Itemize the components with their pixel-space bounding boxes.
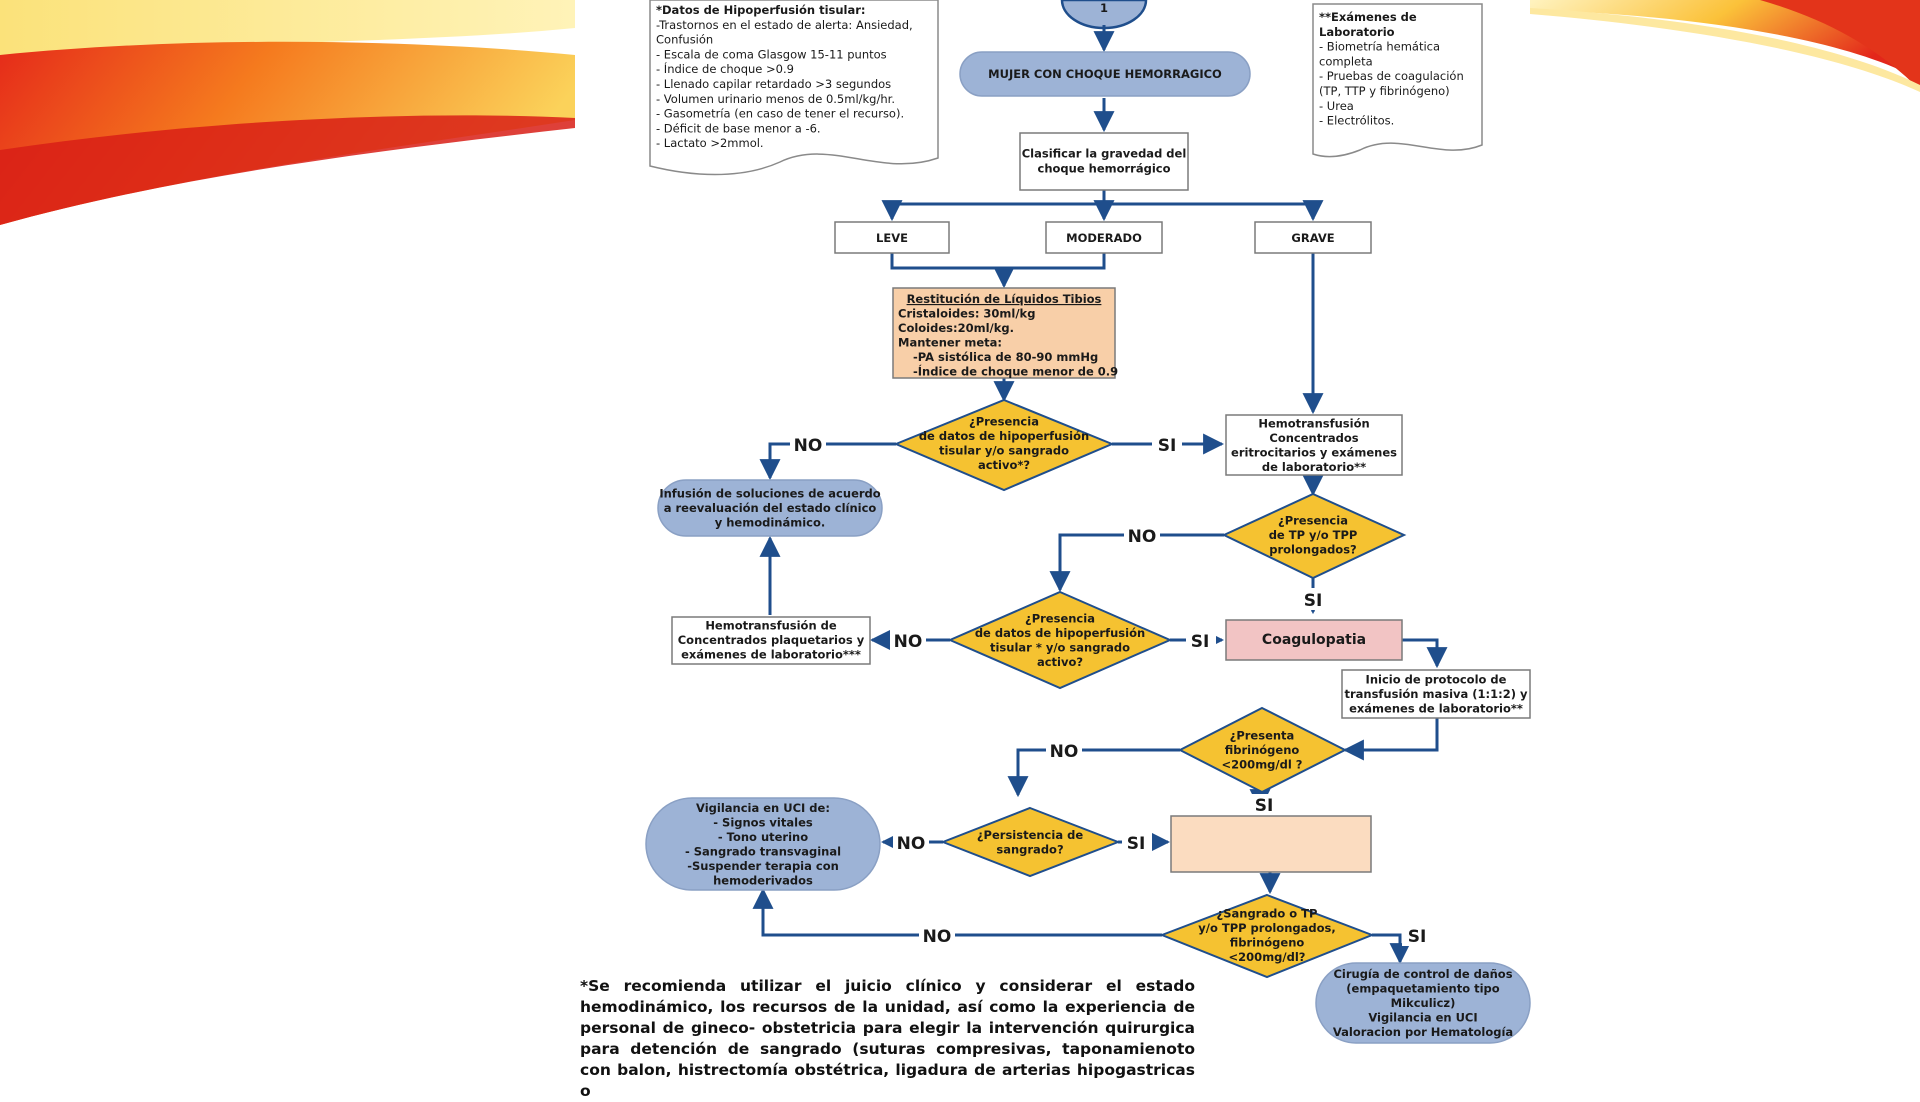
decision3-shape: [947, 590, 1173, 690]
classify-node-shape: [1019, 132, 1189, 191]
connector-number: 1: [1100, 1, 1108, 15]
cirugia-node-text: Cirugía de control de daños(empaquetamie…: [1333, 967, 1513, 1039]
label-no-5: NO: [897, 834, 926, 854]
connector-1: 1: [1060, 0, 1148, 30]
label-no-3: NO: [894, 632, 923, 652]
start-node-shape: [959, 51, 1251, 97]
vigilancia-node-text: Vigilancia en UCI de:- Signos vitales- T…: [685, 801, 841, 888]
label-si-5: SI: [1127, 834, 1146, 854]
liquidos-node-shape: [892, 287, 1116, 379]
crio-node-shape: [1170, 815, 1372, 873]
label-si-3: SI: [1191, 632, 1210, 652]
edge-labels: NO SI NO SI NO SI NO SI NO SI NO SI: [790, 433, 1432, 947]
decision6-shape: [1159, 893, 1375, 979]
label-no-1: NO: [794, 436, 823, 456]
decision2-shape: [1221, 492, 1407, 580]
grave-node-text: GRAVE: [1291, 231, 1334, 245]
decision5-shape: [940, 806, 1121, 878]
label-no-6: NO: [923, 927, 952, 947]
footnote: *Se recomienda utilizar el juicio clínic…: [580, 977, 1195, 1100]
label-no-4: NO: [1050, 742, 1079, 762]
leve-node-text: LEVE: [876, 231, 908, 245]
note-hipoperfusion: *Datos de Hipoperfusión tisular:-Trastor…: [656, 3, 913, 150]
note-laboratorio-shape: [1312, 3, 1483, 158]
infusion-node-shape: [657, 479, 883, 537]
leve-node-shape: [834, 221, 950, 254]
label-si-1: SI: [1158, 436, 1177, 456]
nodes-text: MUJER CON CHOQUE HEMORRAGICO Clasificar l…: [659, 67, 1528, 1039]
protocolo-node-shape: [1341, 669, 1531, 719]
label-si-4: SI: [1255, 796, 1274, 816]
label-si-6: SI: [1408, 927, 1427, 947]
coagulopatia-node-shape: [1225, 619, 1403, 661]
grave-node-shape: [1254, 221, 1372, 254]
notes-text: *Datos de Hipoperfusión tisular:-Trastor…: [656, 3, 1464, 150]
decision1-shape: [893, 398, 1115, 492]
decision4-shape: [1177, 706, 1348, 794]
moderado-node-text: MODERADO: [1066, 231, 1142, 245]
plaquetas-node-shape: [671, 616, 871, 665]
cirugia-node-shape: [1315, 962, 1531, 1044]
label-si-2: SI: [1304, 591, 1323, 611]
decorative-streak-right: [1530, 0, 1920, 92]
coagulopatia-node-text: Coagulopatia: [1262, 632, 1366, 648]
vigilancia-node-shape: [645, 797, 881, 891]
moderado-node-shape: [1045, 221, 1163, 254]
decorative-streak-left: [0, 0, 575, 226]
hemo1-node-shape: [1225, 414, 1403, 476]
note-hipoperfusion-shape: [649, 0, 939, 176]
label-no-2: NO: [1128, 527, 1157, 547]
start-node-text: MUJER CON CHOQUE HEMORRAGICO: [988, 67, 1222, 81]
